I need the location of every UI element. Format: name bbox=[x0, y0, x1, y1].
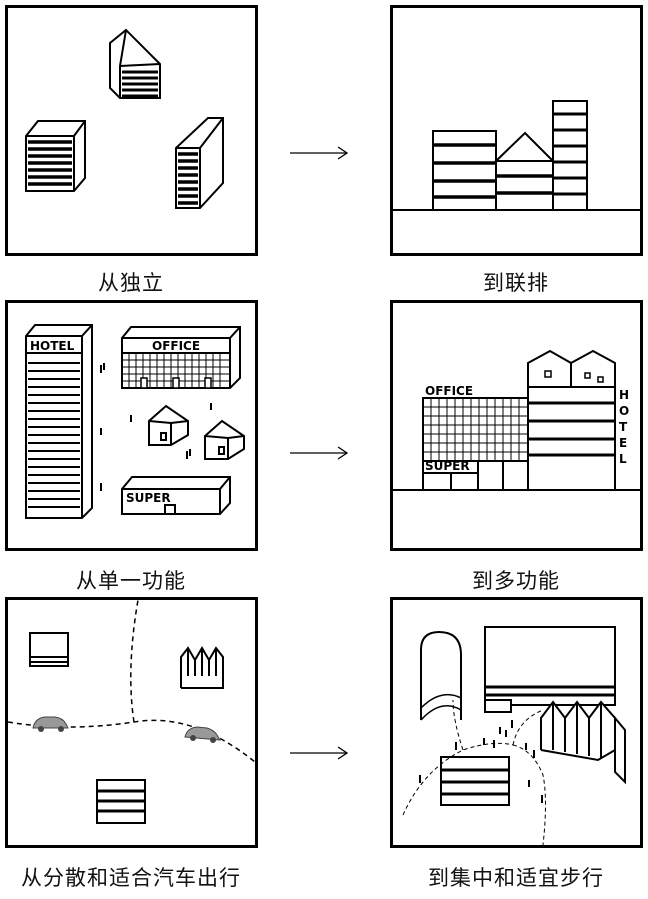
arrow-right-icon bbox=[290, 146, 349, 160]
caption-independent: 从独立 bbox=[98, 271, 164, 295]
people-icon bbox=[419, 720, 543, 803]
caption-terraced: 到联排 bbox=[483, 271, 549, 295]
building-icon bbox=[96, 779, 146, 824]
panel-multi-function: OFFICE SUPER H O T E L bbox=[390, 300, 643, 551]
hotel-letter: L bbox=[619, 452, 627, 466]
compact-walkable-illustration bbox=[402, 626, 626, 845]
super-label: SUPER bbox=[126, 491, 171, 505]
car-icon bbox=[184, 726, 221, 743]
building-icon bbox=[527, 386, 616, 491]
building-icon bbox=[121, 326, 241, 389]
building-icon bbox=[552, 100, 588, 211]
arrow-right-icon bbox=[290, 446, 349, 460]
terraced-buildings-illustration bbox=[393, 100, 640, 211]
arrow-right-icon bbox=[290, 746, 349, 760]
building-icon bbox=[180, 646, 224, 689]
building-icon bbox=[25, 324, 93, 519]
panel-single-function: HOTEL OFFICE bbox=[5, 300, 258, 551]
super-label: SUPER bbox=[425, 459, 470, 473]
house-icon bbox=[527, 349, 572, 388]
building-icon bbox=[25, 120, 86, 192]
single-function-illustration: HOTEL OFFICE bbox=[25, 324, 245, 519]
house-icon bbox=[570, 349, 616, 388]
panel-terraced bbox=[390, 5, 643, 256]
house-icon bbox=[148, 404, 189, 446]
hotel-letter: H bbox=[619, 388, 629, 402]
panel-independent bbox=[5, 5, 258, 256]
caption-compact-walkable: 到集中和适宜步行 bbox=[428, 866, 604, 890]
building-icon bbox=[440, 756, 510, 806]
panel-compact-walkable bbox=[390, 597, 643, 848]
hotel-vertical-label: H O T E L bbox=[619, 388, 629, 466]
house-icon bbox=[493, 131, 556, 211]
building-icon bbox=[29, 632, 69, 667]
house-icon bbox=[109, 28, 161, 99]
building-icon bbox=[121, 476, 231, 515]
walking-path bbox=[402, 699, 546, 845]
building-icon bbox=[432, 130, 497, 211]
building-icon bbox=[175, 117, 224, 209]
office-label: OFFICE bbox=[152, 339, 200, 353]
hotel-letter: E bbox=[619, 436, 627, 450]
building-icon bbox=[420, 630, 462, 721]
building-icon bbox=[540, 700, 626, 785]
hotel-letter: T bbox=[619, 420, 628, 434]
building-icon bbox=[422, 397, 529, 491]
independent-buildings-illustration bbox=[25, 28, 224, 209]
caption-multi-function: 到多功能 bbox=[472, 569, 560, 593]
hotel-letter: O bbox=[619, 404, 629, 418]
caption-single-function: 从单一功能 bbox=[76, 569, 186, 593]
people-icon bbox=[100, 363, 212, 491]
hotel-label: HOTEL bbox=[30, 339, 75, 353]
caption-dispersed-car: 从分散和适合汽车出行 bbox=[21, 866, 241, 890]
house-icon bbox=[204, 419, 245, 460]
car-icon bbox=[32, 716, 69, 732]
panel-dispersed-car bbox=[5, 597, 258, 848]
office-label: OFFICE bbox=[425, 384, 473, 398]
dispersed-car-illustration bbox=[8, 600, 255, 824]
multi-function-illustration: OFFICE SUPER H O T E L bbox=[393, 349, 640, 491]
building-icon bbox=[484, 626, 616, 713]
